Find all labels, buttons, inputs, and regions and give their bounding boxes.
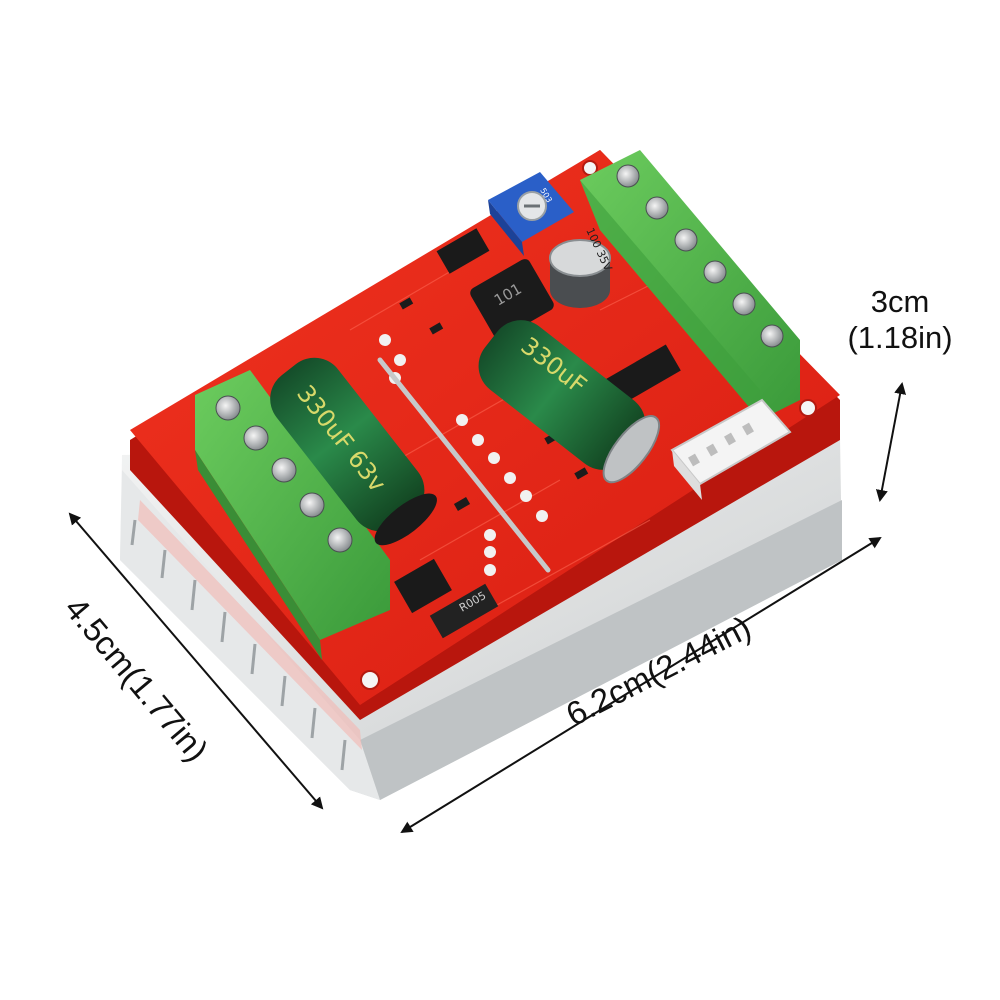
capacitor-right: 330uF (478, 320, 661, 484)
screw-icon (732, 292, 756, 316)
screw-icon (645, 196, 669, 220)
height-arrow (875, 382, 907, 502)
depth-arrow (68, 512, 324, 810)
inductor: 101 (470, 259, 554, 339)
terminal-block-right (580, 150, 800, 420)
screw-icon (616, 164, 640, 188)
screw-icon (674, 228, 698, 252)
height-dimension-label: 3cm (1.18in) (836, 284, 964, 355)
screw-icon (760, 324, 784, 348)
screw-icon (215, 395, 241, 421)
screw-icon (271, 457, 297, 483)
width-arrow (400, 536, 882, 834)
height-in-text: (1.18in) (847, 319, 953, 355)
height-cm-text: 3cm (870, 284, 930, 319)
dimension-arrows (68, 382, 907, 834)
screw-icon (327, 527, 353, 553)
screw-icon (703, 260, 727, 284)
jst-connector (670, 398, 792, 500)
screw-icon (243, 425, 269, 451)
screw-icon (299, 492, 325, 518)
trimpot: 503 (488, 172, 574, 256)
